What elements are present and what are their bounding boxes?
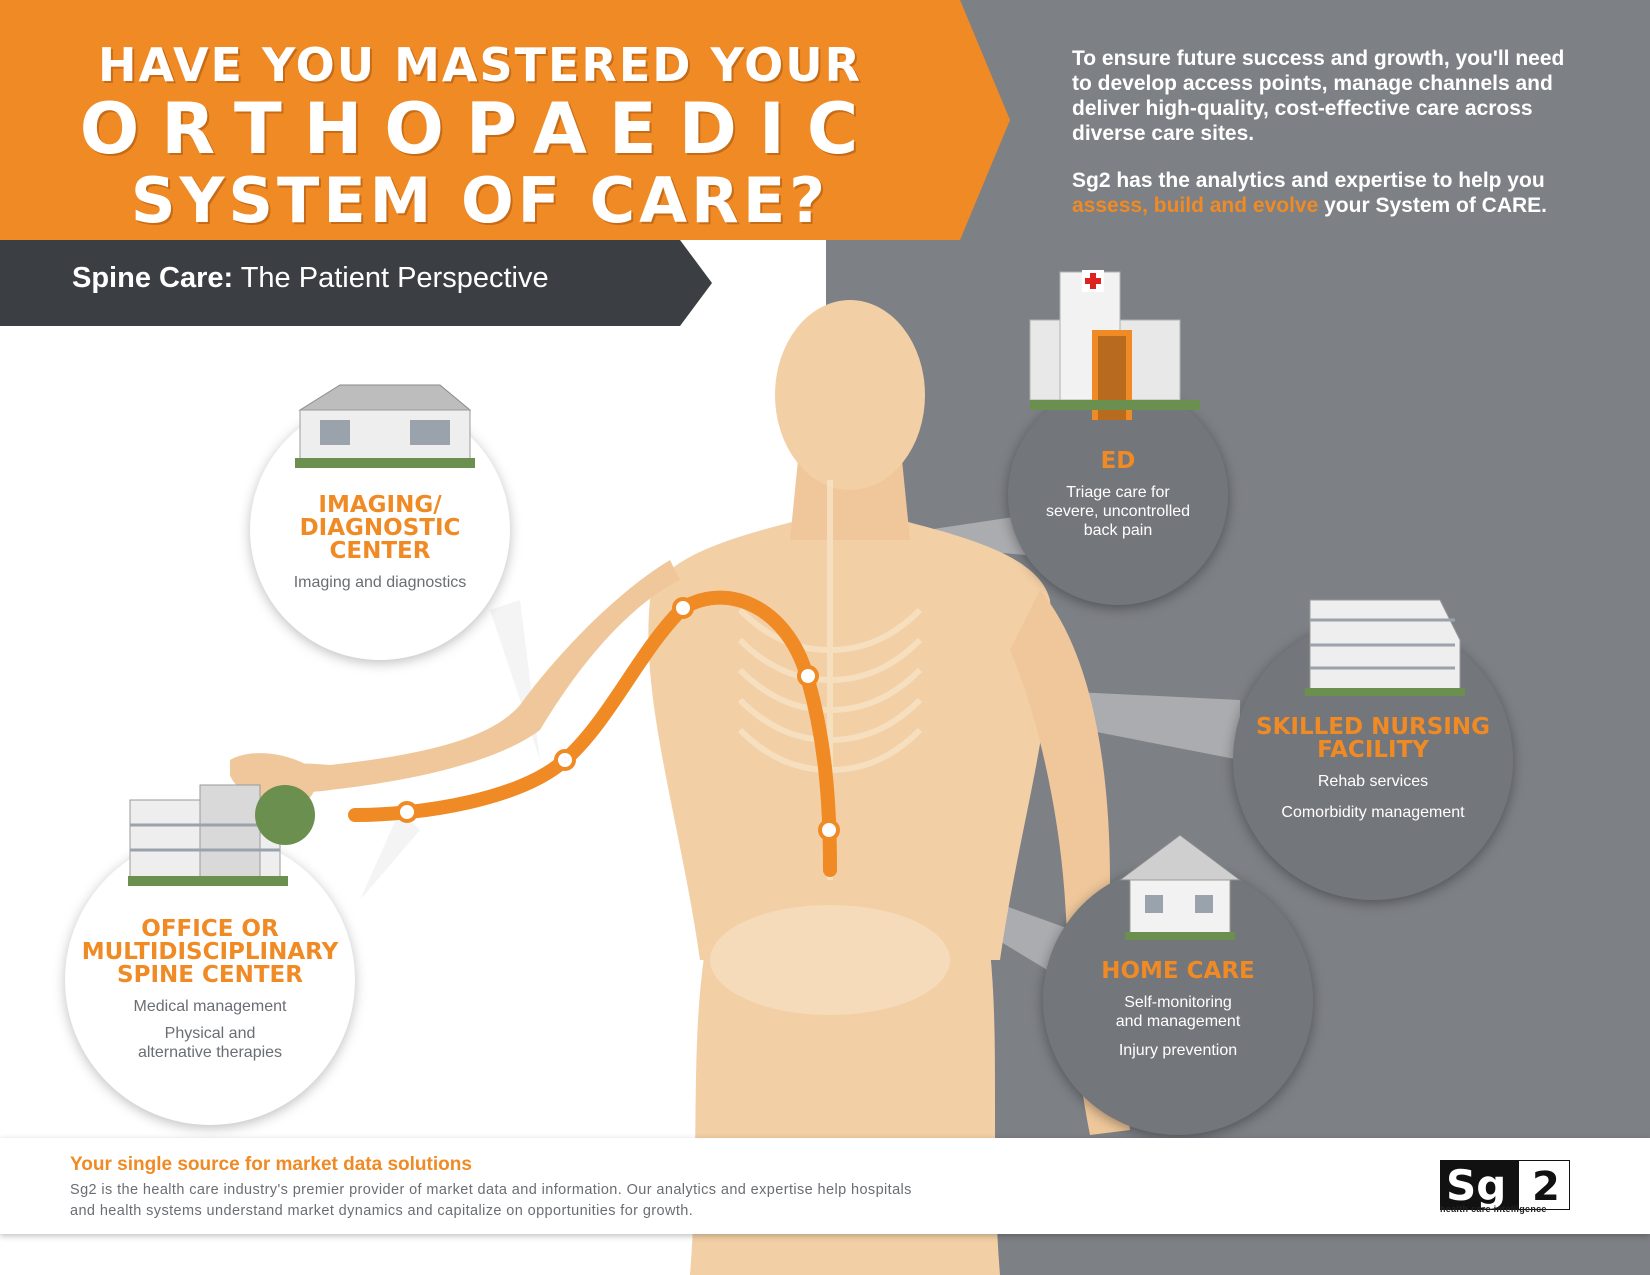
intro-paragraph-2-suffix: your System of CARE.	[1324, 194, 1548, 217]
subtitle-rest: The Patient Perspective	[240, 262, 549, 294]
hospital-icon	[1029, 270, 1200, 420]
imaging-title-1: IMAGING/	[318, 492, 442, 518]
ed-desc-1: Triage care for	[1066, 484, 1170, 501]
sg2-logo: Sg 2	[1440, 1160, 1570, 1210]
svg-text:2: 2	[1532, 1164, 1560, 1210]
clinic-icon	[295, 384, 475, 468]
office-circle	[65, 835, 355, 1125]
svg-text:Sg: Sg	[1446, 1161, 1506, 1210]
section-subtitle: Spine Care: The Patient Perspective	[72, 262, 549, 295]
ed-desc-3: back pain	[1083, 522, 1153, 539]
headline-line-3: SYSTEM OF CARE?	[130, 164, 830, 237]
footer: Your single source for market data solut…	[0, 1138, 1650, 1234]
imaging-label: IMAGING/ DIAGNOSTIC CENTER Imaging and d…	[260, 494, 500, 592]
intro-paragraph-2: Sg2 has the analytics and expertise to h…	[1072, 168, 1572, 218]
intro-paragraph-1: To ensure future success and growth, you…	[1072, 47, 1565, 145]
intro-text: To ensure future success and growth, you…	[1072, 46, 1572, 240]
intro-paragraph-2-prefix: Sg2 has the analytics and expertise to h…	[1072, 169, 1545, 192]
office-desc-3: alternative therapies	[137, 1044, 283, 1061]
imaging-desc-1: Imaging and diagnostics	[293, 574, 467, 591]
snf-desc-1: Rehab services	[1317, 773, 1429, 790]
snf-title-2: FACILITY	[1317, 737, 1429, 763]
office-desc-1: Medical management	[133, 998, 287, 1015]
ed-title: ED	[1100, 448, 1136, 474]
office-title-3: SPINE CENTER	[117, 962, 303, 988]
home-title: HOME CARE	[1101, 958, 1255, 984]
home-desc-2: and management	[1115, 1013, 1241, 1030]
home-desc-3: Injury prevention	[1118, 1042, 1238, 1059]
imaging-title-3: CENTER	[329, 538, 431, 564]
subtitle-bar-shape	[0, 240, 712, 326]
orange-banner	[0, 0, 1010, 240]
office-building-icon	[128, 784, 315, 886]
ed-circle	[1008, 385, 1228, 605]
footer-title: Your single source for market data solut…	[70, 1154, 472, 1175]
ed-desc-2: severe, uncontrolled	[1045, 503, 1191, 520]
home-label: HOME CARE Self-monitoring and management…	[1068, 960, 1288, 1060]
footer-body: Sg2 is the health care industry's premie…	[70, 1182, 912, 1219]
office-label: OFFICE OR MULTIDISCIPLINARY SPINE CENTER…	[70, 918, 350, 1062]
imaging-title-2: DIAGNOSTIC	[299, 515, 461, 541]
pathway-nodes	[396, 597, 840, 841]
ed-label: ED Triage care for severe, uncontrolled …	[1018, 450, 1218, 540]
office-title-2: MULTIDISCIPLINARY	[81, 939, 339, 965]
logo-tagline: health care intelligence	[1440, 1204, 1547, 1214]
intro-accent-text: assess, build and evolve	[1072, 194, 1319, 217]
office-title-1: OFFICE OR	[141, 916, 279, 942]
headline-line-2: ORTHOPAEDIC	[79, 88, 881, 170]
headline: HAVE YOU MASTERED YOUR ORTHOPAEDIC SYSTE…	[30, 38, 930, 236]
home-desc-1: Self-monitoring	[1124, 994, 1232, 1011]
subtitle-bold: Spine Care:	[72, 262, 234, 294]
snf-desc-2: Comorbidity management	[1281, 804, 1465, 821]
house-icon	[1118, 834, 1242, 940]
office-desc-2: Physical and	[164, 1025, 256, 1042]
home-circle	[1043, 865, 1313, 1135]
nursing-facility-icon	[1305, 599, 1465, 696]
snf-title-1: SKILLED NURSING	[1256, 714, 1490, 740]
snf-label: SKILLED NURSING FACILITY Rehab services …	[1243, 716, 1503, 822]
headline-line-1: HAVE YOU MASTERED YOUR	[97, 38, 863, 92]
